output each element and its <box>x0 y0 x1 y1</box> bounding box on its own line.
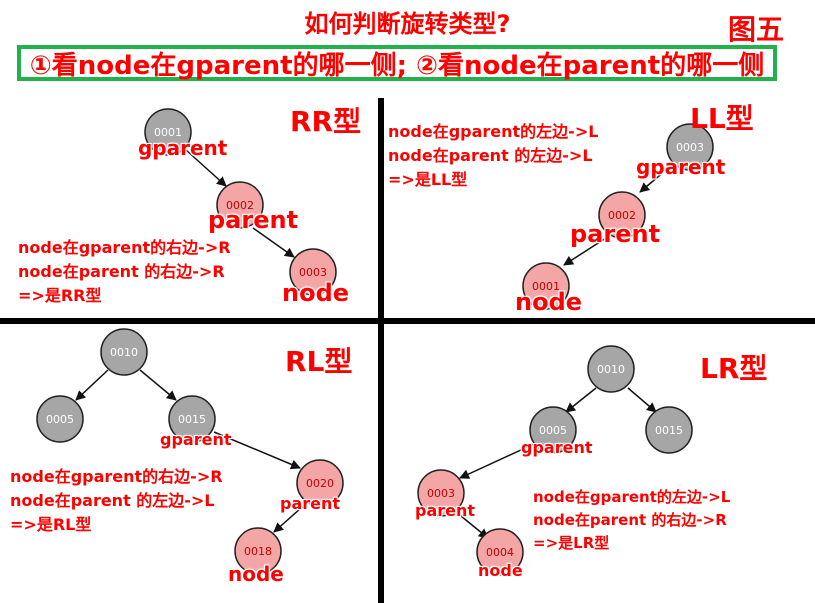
edge <box>639 164 673 193</box>
svg-text:0003: 0003 <box>427 487 455 500</box>
svg-text:0010: 0010 <box>597 363 625 376</box>
ll-rules: node在gparent的左边->L node在parent 的左边->L =>… <box>388 120 598 192</box>
role-parent: parent <box>208 206 299 234</box>
role-parent: parent <box>415 501 476 520</box>
role-parent: parent <box>570 220 661 248</box>
rule-line: node在gparent的右边->R <box>10 467 223 486</box>
rule-line: node在gparent的左边->L <box>533 488 731 506</box>
role-node: node <box>478 561 523 580</box>
edge <box>627 387 657 413</box>
tree-node: 0003 <box>289 248 337 296</box>
rule-line: =>是LL型 <box>388 170 468 189</box>
edge <box>213 431 301 470</box>
rule-line: node在parent 的左边->L <box>388 146 593 165</box>
vertical-divider <box>378 98 384 603</box>
role-gparent: gparent <box>521 438 593 457</box>
rl-rules: node在gparent的右边->R node在parent 的左边->L =>… <box>10 465 223 537</box>
edge <box>563 237 607 266</box>
tree-node: 0003 <box>666 123 714 171</box>
svg-text:0003: 0003 <box>299 266 327 279</box>
svg-text:0010: 0010 <box>110 346 138 359</box>
tree-node: 0001 <box>522 262 570 310</box>
tree-node: 0018 <box>234 527 282 575</box>
rule-line: =>是LR型 <box>533 534 610 552</box>
edge <box>273 499 311 533</box>
edge <box>139 369 177 401</box>
tree-node: 0020 <box>296 459 344 507</box>
criteria-box: ①看node在gparent的哪一侧; ②看node在parent的哪一侧 <box>17 45 777 81</box>
rule-line: node在gparent的右边->R <box>18 238 231 257</box>
rr-rules: node在gparent的右边->R node在parent 的右边->R =>… <box>18 236 231 308</box>
edge <box>75 369 109 401</box>
rule-line: node在gparent的左边->L <box>388 122 599 141</box>
edge <box>459 443 535 479</box>
role-gparent: gparent <box>138 136 228 160</box>
rl-title: RL型 <box>285 345 353 378</box>
tree-node: 0002 <box>598 191 646 239</box>
svg-text:0001: 0001 <box>532 280 560 293</box>
edge <box>185 149 227 187</box>
ll-title: LL型 <box>690 102 754 135</box>
role-node: node <box>282 279 350 307</box>
svg-text:0004: 0004 <box>486 546 514 559</box>
svg-text:0003: 0003 <box>676 141 704 154</box>
svg-text:0002: 0002 <box>226 199 254 212</box>
svg-text:0002: 0002 <box>608 209 636 222</box>
tree-node: 0004 <box>476 528 524 576</box>
tree-node: 0015 <box>168 395 216 443</box>
role-gparent: gparent <box>160 430 232 449</box>
lr-rules: node在gparent的左边->L node在parent 的右边->R =>… <box>533 486 730 555</box>
rule-line: =>是RL型 <box>10 515 92 534</box>
role-node: node <box>228 562 284 586</box>
rule-line: node在parent 的右边->R <box>18 262 225 281</box>
role-parent: parent <box>280 494 341 513</box>
tree-node: 0003 <box>417 469 465 517</box>
lr-title: LR型 <box>700 352 768 385</box>
horizontal-divider <box>0 318 815 324</box>
svg-text:0015: 0015 <box>178 413 206 426</box>
tree-node: 0010 <box>587 345 635 393</box>
tree-node: 0010 <box>100 328 148 376</box>
tree-node: 0001 <box>144 108 192 156</box>
tree-node: 0002 <box>216 181 264 229</box>
edge <box>252 227 295 258</box>
tree-node: 0005 <box>36 395 84 443</box>
rule-line: node在parent 的左边->L <box>10 491 215 510</box>
edge <box>455 511 489 539</box>
svg-text:0005: 0005 <box>46 413 74 426</box>
svg-text:0005: 0005 <box>539 424 567 437</box>
criteria-text: ①看node在gparent的哪一侧; ②看node在parent的哪一侧 <box>29 50 765 81</box>
rule-line: node在parent 的右边->R <box>533 511 727 529</box>
rule-line: =>是RR型 <box>18 286 102 305</box>
svg-text:0020: 0020 <box>306 477 334 490</box>
role-gparent: gparent <box>636 155 726 179</box>
page-title: 如何判断旋转类型? <box>304 10 511 38</box>
tree-node: 0015 <box>645 406 693 454</box>
tree-node: 0005 <box>529 406 577 454</box>
edge <box>565 387 597 413</box>
figure-label: 图五 <box>728 13 785 46</box>
svg-text:0001: 0001 <box>154 126 182 139</box>
rr-title: RR型 <box>290 105 362 138</box>
svg-text:0015: 0015 <box>655 424 683 437</box>
role-node: node <box>515 288 583 316</box>
svg-text:0018: 0018 <box>244 545 272 558</box>
